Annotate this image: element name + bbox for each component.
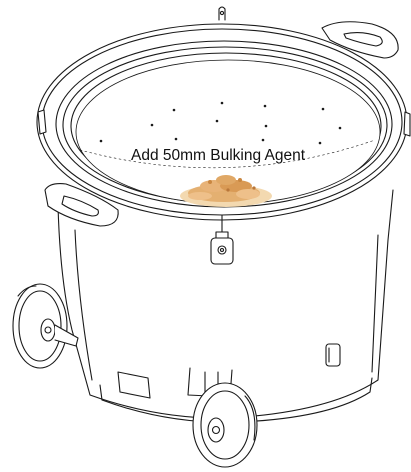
- front-latch: [210, 214, 234, 265]
- handle-left-front: [44, 183, 119, 227]
- wheel-left: [12, 283, 79, 369]
- bulking-agent-pile: [180, 175, 272, 207]
- handle-right-top: [321, 21, 399, 59]
- instruction-caption: Add 50mm Bulking Agent: [131, 147, 306, 164]
- top-hook: [218, 6, 226, 21]
- wheel-right: [192, 382, 258, 468]
- aeration-holes: [99, 101, 342, 145]
- side-clips: [37, 109, 411, 137]
